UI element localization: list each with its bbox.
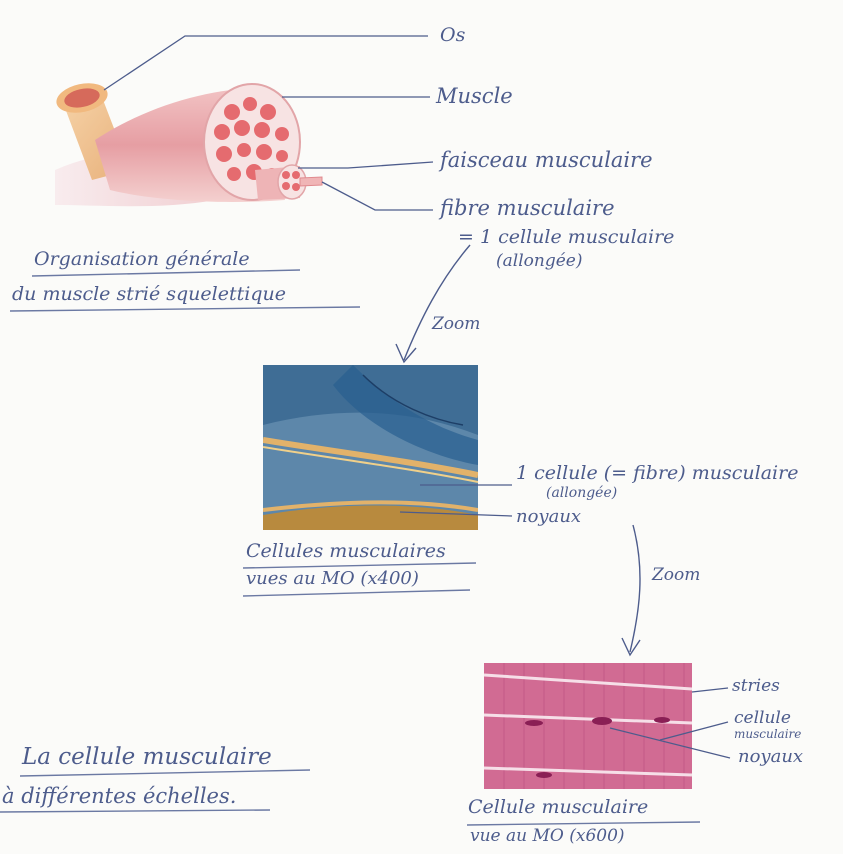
zoom-label-2: Zoom: [652, 567, 700, 584]
caption-micrograph-2-line-2: vue au MO (x600): [470, 828, 625, 845]
label-fiber-definition: = 1 cellule musculaire: [458, 228, 674, 247]
label-fiber-elongated: (allongée): [496, 253, 582, 270]
label-nuclei-1: noyaux: [516, 508, 581, 526]
caption-micrograph-1-line-2: vues au MO (x400): [246, 570, 419, 588]
label-fascicle: faisceau musculaire: [440, 150, 653, 171]
caption-micrograph-2-line-1: Cellule musculaire: [468, 798, 648, 817]
caption-organisation-line-2: du muscle strié squelettique: [12, 285, 286, 304]
caption-organisation-line-1: Organisation générale: [34, 250, 250, 269]
label-bone: Os: [440, 26, 465, 45]
page-title-line-1: La cellule musculaire: [22, 746, 272, 769]
label-fiber: fibre musculaire: [440, 198, 615, 219]
label-muscle-cell-2: cellule: [734, 710, 791, 727]
caption-micrograph-1-line-1: Cellules musculaires: [246, 542, 446, 561]
label-nuclei-2: noyaux: [738, 748, 803, 766]
label-striations: stries: [732, 678, 780, 695]
label-muscle-cell-2-sub: musculaire: [734, 728, 801, 740]
label-muscle-cell-elongated: (allongée): [546, 486, 617, 500]
label-muscle-cell: 1 cellule (= fibre) musculaire: [516, 464, 798, 483]
label-muscle: Muscle: [436, 86, 513, 107]
zoom-label-1: Zoom: [432, 316, 480, 333]
page-title-line-2: à différentes échelles.: [2, 786, 236, 807]
